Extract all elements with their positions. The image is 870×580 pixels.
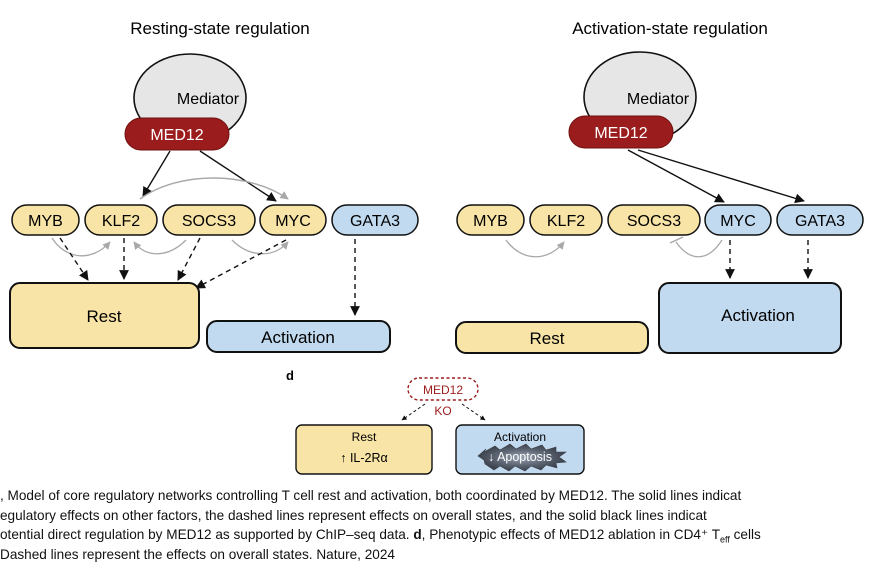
panel-d-rest-box: [295, 424, 433, 475]
left-activation-label: Activation: [261, 328, 335, 347]
left-factor-socs3-label: SOCS3: [182, 213, 236, 230]
activation-state-panel: Activation-state regulation Mediator MED…: [455, 19, 864, 354]
panel-d-apoptosis-burst-icon: [477, 443, 567, 472]
right-factor-socs3-label: SOCS3: [627, 213, 681, 230]
left-med12-label: MED12: [150, 127, 203, 144]
left-rest-label: Rest: [87, 307, 122, 326]
right-factor-klf2-label: KLF2: [547, 213, 585, 230]
right-factor-myc: MYC: [704, 204, 772, 236]
left-socs3-to-rest-dashed: [177, 237, 201, 281]
left-factor-klf2-label: KLF2: [102, 213, 140, 230]
right-activation-box: [658, 282, 842, 354]
panel-d-letter: d: [286, 368, 294, 383]
right-med12-to-gata3-arrow: [637, 149, 805, 204]
left-factor-gata3: GATA3: [331, 204, 419, 236]
panel-d-ko-to-rest-dashed: [401, 403, 426, 421]
right-myc-inhibits-socs3-arc: [675, 239, 723, 258]
caption-line-3a: otential direct regulation by MED12 as s…: [0, 527, 414, 542]
panel-d-activation-label: Activation: [494, 430, 546, 444]
left-socs3-to-myc-arc: [231, 239, 289, 255]
left-panel-title: Resting-state regulation: [130, 19, 310, 38]
panel-d-ko-to-activation-dashed: [461, 403, 486, 421]
right-med12-pill: [568, 115, 674, 149]
right-factor-klf2: KLF2: [529, 204, 603, 236]
figure-caption: , Model of core regulatory networks cont…: [0, 486, 870, 564]
right-factor-gata3: GATA3: [776, 204, 864, 236]
panel-d-rest-label: Rest: [352, 430, 377, 444]
panel-d-med12-label: MED12: [423, 383, 463, 397]
left-klf2-to-myc-arc: [139, 177, 289, 200]
caption-eff-subscript: eff: [720, 534, 730, 545]
right-factor-myb: MYB: [456, 204, 525, 236]
right-factor-gata3-label: GATA3: [795, 213, 845, 230]
left-med12-to-klf2-arrow: [142, 150, 171, 197]
left-mediator-label: Mediator: [177, 91, 240, 108]
left-factor-socs3: SOCS3: [162, 204, 256, 236]
caption-panel-d-ref: d: [413, 527, 422, 542]
caption-line-2: egulatory effects on other factors, the …: [0, 507, 707, 523]
panel-d-ko-label: KO: [434, 404, 451, 418]
left-rest-box: [9, 282, 200, 349]
caption-line-4: Dashed lines represent the effects on ov…: [0, 546, 395, 562]
caption-line-3: otential direct regulation by MED12 as s…: [0, 525, 870, 545]
left-factor-gata3-label: GATA3: [350, 213, 400, 230]
left-factor-myc: MYC: [259, 204, 327, 236]
left-myb-to-klf2-arc: [51, 237, 111, 257]
left-myc-to-rest-dashed: [195, 239, 287, 289]
caption-line-3b: , Phenotypic effects of MED12 ablation i…: [421, 527, 720, 542]
right-inhibition-bar: [669, 236, 684, 244]
left-factor-klf2: KLF2: [84, 204, 158, 236]
left-socs3-to-klf2-arc: [133, 239, 187, 255]
right-rest-box: [455, 321, 649, 354]
right-factor-socs3: SOCS3: [607, 204, 701, 236]
left-factor-myc-label: MYC: [275, 213, 311, 230]
panel-d-activation-effect: ↓ Apoptosis: [488, 450, 552, 464]
right-factor-myc-label: MYC: [720, 213, 756, 230]
right-med12-to-myc-arrow: [627, 149, 725, 203]
panel-d-rest-effect: ↑ IL-2Rα: [340, 451, 388, 465]
left-factor-myb-label: MYB: [28, 213, 63, 230]
right-myb-to-klf2-arc: [505, 239, 565, 258]
panel-d-med12-pill: [407, 377, 479, 401]
caption-line-3c: cells: [729, 527, 761, 542]
left-med12-to-myc-arrow: [199, 150, 277, 202]
left-med12-pill: [124, 117, 230, 151]
resting-state-panel: Resting-state regulation Mediator MED12 …: [9, 19, 419, 353]
right-factor-myb-label: MYB: [473, 213, 508, 230]
panel-d: d MED12 KO Rest ↑ IL-2Rα Activation ↓ Ap…: [286, 368, 585, 475]
right-activation-label: Activation: [721, 306, 795, 325]
right-panel-title: Activation-state regulation: [572, 19, 768, 38]
left-activation-box: [206, 320, 391, 353]
right-med12-label: MED12: [594, 125, 647, 142]
left-myb-to-rest-dashed: [59, 237, 89, 281]
right-rest-label: Rest: [530, 329, 565, 348]
left-factor-myb: MYB: [11, 204, 80, 236]
right-mediator-label: Mediator: [627, 91, 690, 108]
caption-line-1: , Model of core regulatory networks cont…: [0, 488, 742, 503]
